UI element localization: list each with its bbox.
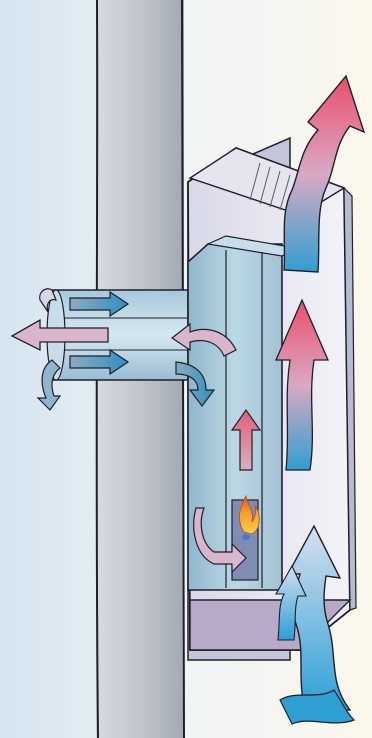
combustion-chamber [188,236,296,590]
